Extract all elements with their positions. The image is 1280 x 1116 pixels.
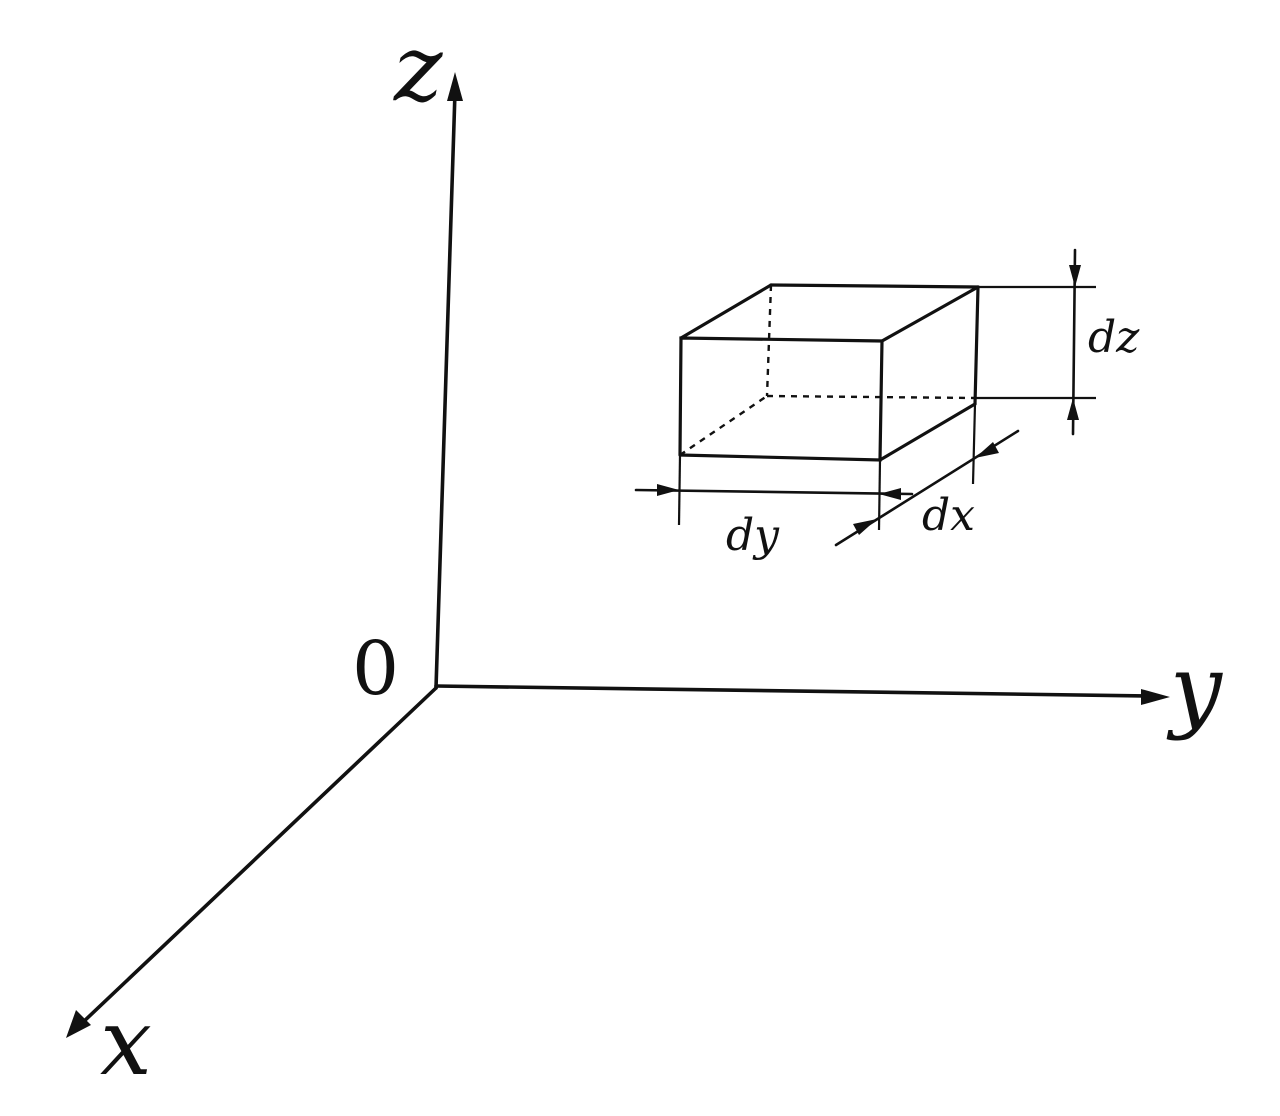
dy-dimension-line [634, 488, 914, 496]
volume-element [678, 283, 980, 462]
x-axis-arrowhead [66, 1010, 91, 1038]
dy-dimension [634, 454, 914, 531]
box-top-right-edge [880, 285, 980, 343]
dx-dimension [834, 403, 1020, 547]
dy-arrowhead-left [657, 484, 679, 496]
axes [66, 72, 1170, 1038]
dz-arrowhead-top [1069, 265, 1081, 287]
z-axis-label: z [393, 15, 443, 122]
dz-dimension [975, 248, 1096, 436]
box-front-face [678, 336, 884, 462]
dz-arrowhead-bottom [1067, 398, 1079, 420]
dz-label: dz [1088, 312, 1140, 363]
y-axis-arrowhead [1141, 689, 1170, 705]
x-axis [78, 686, 438, 1027]
x-axis-label: x [100, 989, 152, 1096]
box-back-right-vertical-edge [973, 285, 980, 406]
dx-arrowhead-front [853, 519, 877, 535]
y-axis [434, 684, 1152, 698]
z-axis [434, 90, 457, 690]
dx-arrowhead-back [975, 442, 999, 458]
dy-arrowhead-right [879, 488, 901, 500]
dx-label: dx [922, 490, 975, 541]
box-hidden-bottom-back-edge [766, 394, 976, 400]
dy-label: dy [726, 510, 780, 561]
z-axis-arrowhead [447, 72, 463, 101]
box-top-back-edge [769, 283, 980, 289]
box-hidden-bottom-left-edge [679, 395, 768, 456]
box-top-left-edge [679, 283, 773, 340]
y-axis-label: y [1166, 635, 1223, 742]
dx-extension [971, 403, 977, 485]
box-bottom-right-edge [878, 402, 977, 462]
origin-label: 0 [352, 626, 399, 712]
